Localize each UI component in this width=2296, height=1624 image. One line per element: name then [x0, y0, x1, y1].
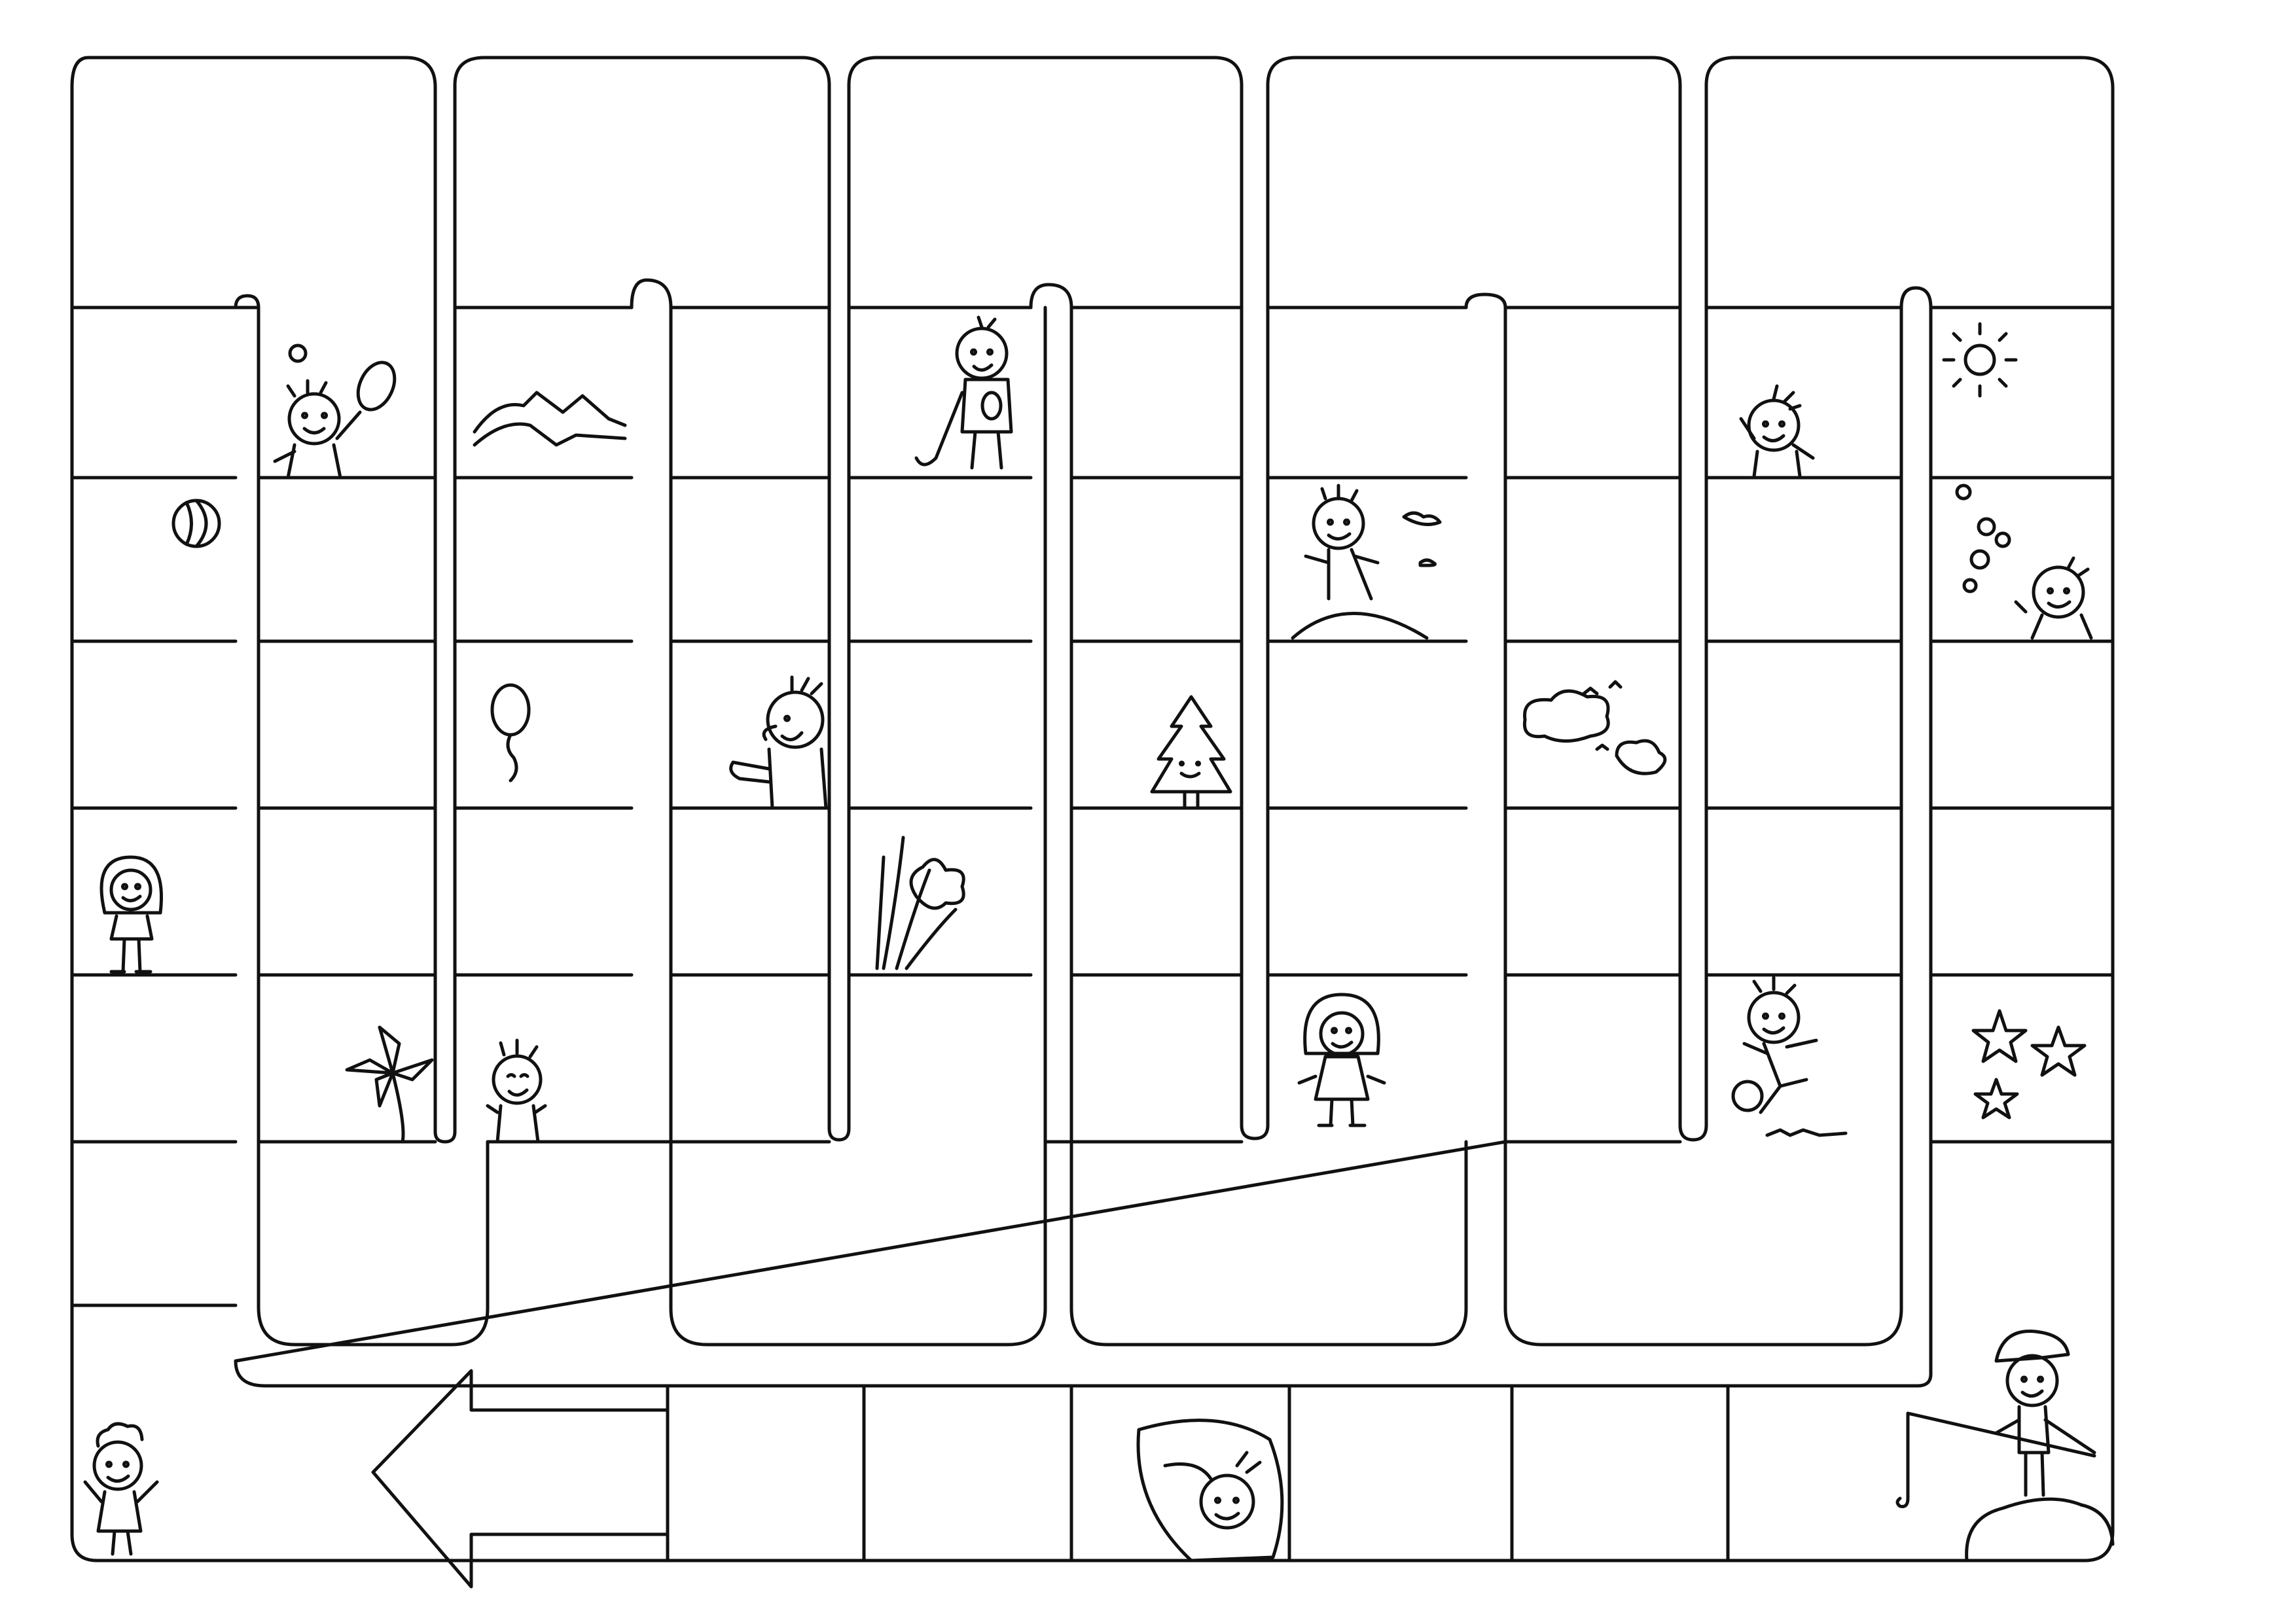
- column-8-dividers: [1503, 306, 1682, 1144]
- boy-with-hockey-stick-icon: [914, 315, 1013, 470]
- column-1-dividers: [70, 306, 238, 1307]
- stars-icon: [1971, 1009, 2087, 1120]
- left-arrow-icon: [371, 1369, 670, 1589]
- column-4-dividers: [669, 306, 831, 1144]
- bottom-row-dividers: [666, 1384, 1730, 1562]
- waving-boy-icon: [1739, 384, 1815, 478]
- peeking-man-icon: [729, 675, 828, 810]
- clouds-birds-icon: [1522, 680, 1667, 775]
- column-2-dividers: [257, 476, 437, 1144]
- board-inner-tongue-3: [1029, 283, 1073, 1144]
- column-3-dividers: [453, 306, 634, 977]
- mountains-icon: [473, 391, 627, 447]
- boy-kicking-ball-icon: [1731, 976, 1848, 1137]
- board-inner-path: [234, 286, 1933, 1388]
- fishing-boy-icon: [1895, 1330, 2115, 1562]
- smiling-boy-icon: [486, 1038, 547, 1144]
- column-5-dividers: [847, 306, 1033, 977]
- boy-hiding-under-leaf-icon: [1136, 1419, 1284, 1562]
- sun-icon: [1942, 322, 2018, 398]
- pinwheel-flower-icon: [345, 1025, 434, 1144]
- girl-with-racket-icon: [273, 344, 397, 480]
- column-10-dividers: [1929, 306, 2115, 1144]
- iris-flower-icon: [875, 836, 965, 970]
- boy-on-hill-icon: [1291, 484, 1442, 640]
- board-inner-tongue-4: [1464, 292, 1507, 1144]
- board-inner-tongue-2: [486, 278, 673, 1144]
- curly-girl-icon: [1297, 993, 1386, 1127]
- column-6-dividers: [1069, 306, 1244, 1144]
- fir-tree-icon: [1150, 695, 1232, 810]
- column-7-dividers: [1266, 306, 1468, 977]
- beach-ball-icon: [171, 499, 221, 548]
- balloon-icon: [490, 683, 531, 783]
- column-9-dividers: [1704, 306, 1903, 977]
- girl-long-hair-icon: [99, 855, 164, 974]
- standing-child-icon: [83, 1422, 159, 1556]
- board-outer-frame: [70, 56, 2115, 1562]
- bubbles-boy-icon: [1955, 484, 2093, 640]
